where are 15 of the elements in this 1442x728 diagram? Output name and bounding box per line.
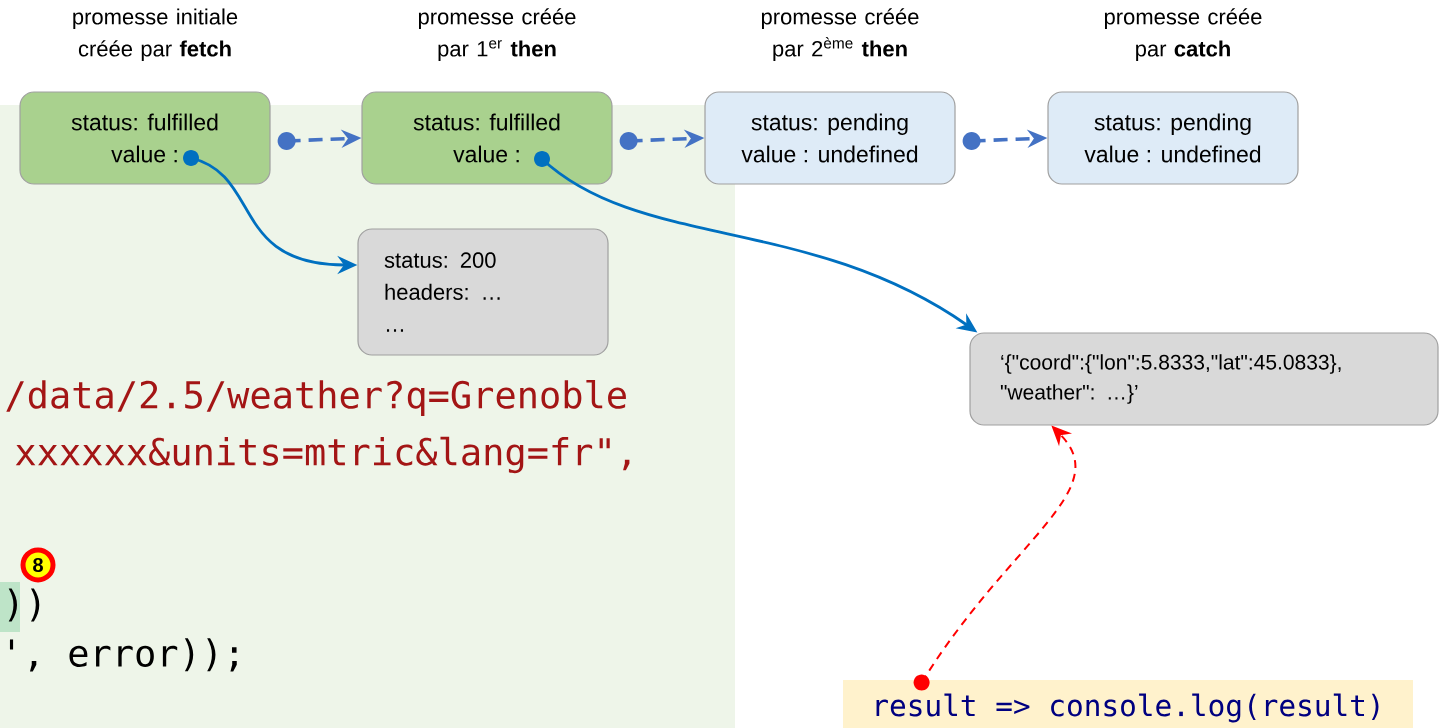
code-band: result => console.log(result) [843, 680, 1413, 728]
code-text: )) [8, 588, 40, 622]
code-text: ', error)); [9, 638, 237, 672]
promise-box: status: fulfilled value : [19, 91, 271, 185]
code-text: xxxxxx&units=mtric&lang=fr", [15, 436, 630, 474]
promise-heading: promesse initiale créée par fetch [73, 8, 238, 61]
promise-box: status: pending value : undefined [1047, 91, 1299, 185]
callout-number: 8 [20, 547, 56, 583]
promise-heading: promesse créée par 1$^{er}$ then [418, 8, 576, 61]
promise-heading: promesse créée par 2$^{ème}$ then [761, 8, 919, 61]
promise-box: status: fulfilled value : [361, 91, 613, 185]
promise-heading: promesse créée par catch [1104, 8, 1262, 61]
promise-box: status: pending value : undefined [704, 91, 956, 185]
string-box: ‘{"coord":{"lon":5.8333,"lat":45.0833}, "weather": …}’ [969, 332, 1439, 426]
object-box: status: 200 headers: … … [357, 228, 609, 356]
